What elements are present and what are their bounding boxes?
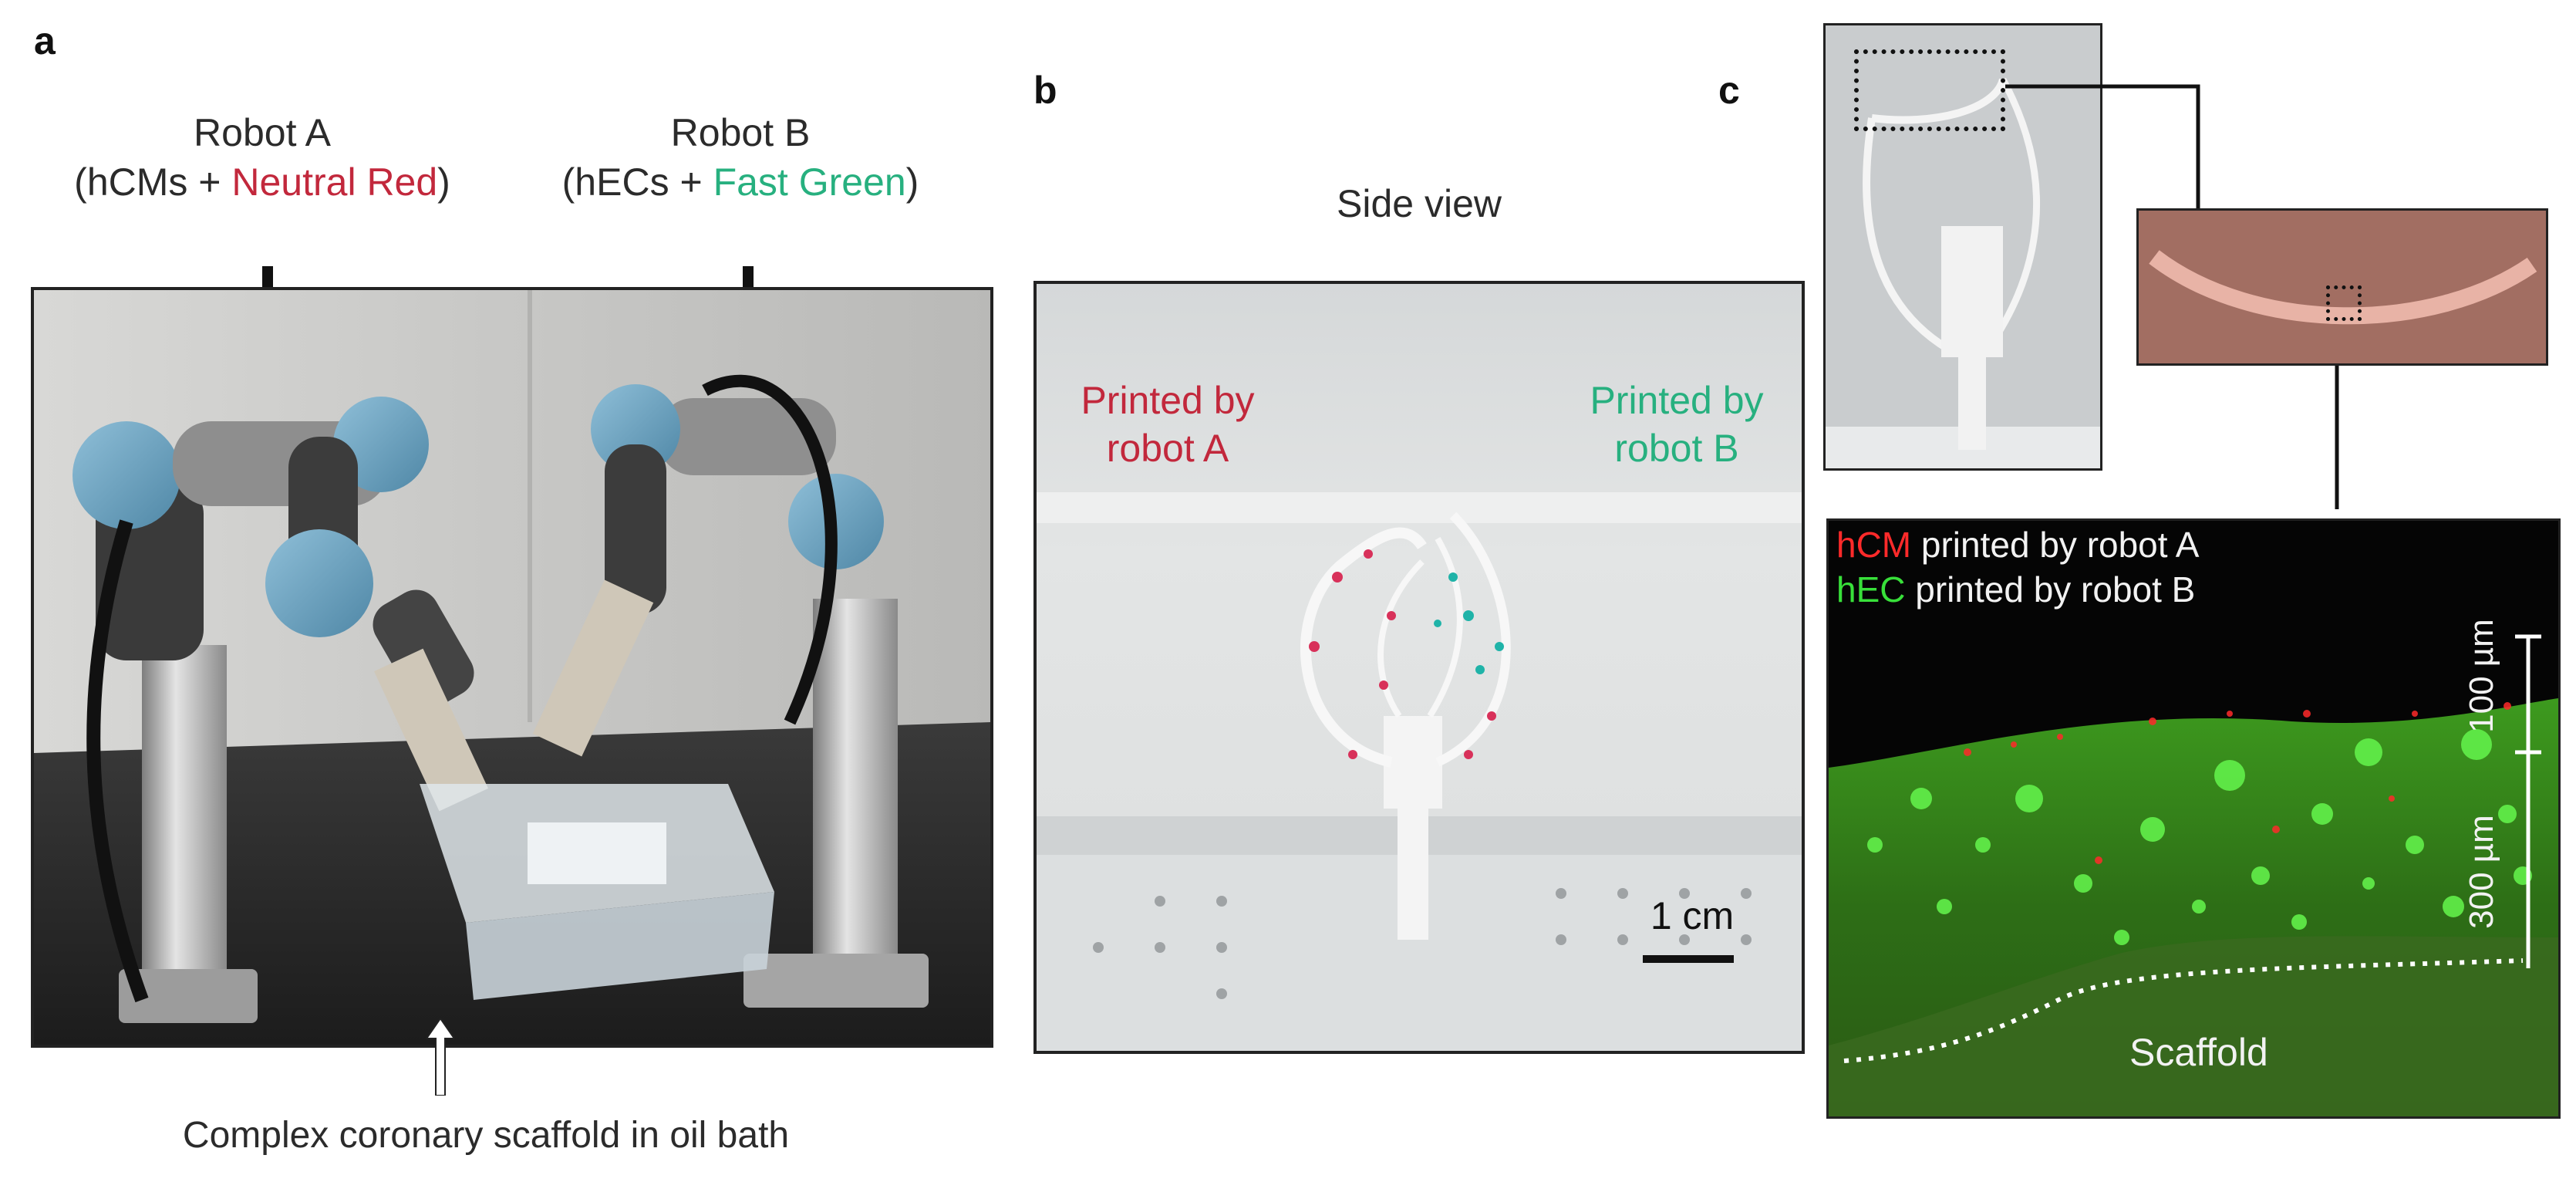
legend-hec: hEC printed by robot B xyxy=(1836,569,2196,610)
panel-b-letter: b xyxy=(1033,69,1057,112)
panel-a-caption: Complex coronary scaffold in oil bath xyxy=(182,1115,790,1156)
robot-b-cells: (hECs + Fast Green) xyxy=(561,160,919,204)
side-view-image xyxy=(1037,284,1802,1051)
printed-by-a: Printed by robot A xyxy=(1052,377,1283,472)
printed-by-b-line2: robot B xyxy=(1614,427,1739,470)
platform-holes xyxy=(1093,888,1752,999)
side-view-title: Side view xyxy=(1337,182,1502,225)
scaffold-overview-image xyxy=(1826,25,2100,468)
side-view-photo: Printed by robot A Printed by robot B 1 … xyxy=(1033,281,1805,1054)
green-dots xyxy=(1434,572,1504,674)
printed-by-a-line1: Printed by xyxy=(1081,379,1255,422)
scale-300um: 300 µm xyxy=(2463,815,2500,929)
panel-a-letter: a xyxy=(34,19,56,62)
robot-b-title: Robot B xyxy=(670,111,811,154)
neutral-red-label: Neutral Red xyxy=(231,160,438,204)
scale-100um: 100 µm xyxy=(2463,619,2500,733)
robot-a-cells: (hCMs + Neutral Red) xyxy=(74,160,450,204)
hcm-spots xyxy=(1964,702,2511,864)
scaffold-label: Scaffold xyxy=(2129,1031,2268,1074)
zoom-region-box xyxy=(1854,49,2005,131)
fluorescence-image xyxy=(1829,521,2558,1116)
scaffold-overview-photo xyxy=(1823,23,2102,471)
scaffold-arrow-icon xyxy=(425,1017,456,1096)
robots-photo xyxy=(31,287,993,1048)
legend-hcm: hCM printed by robot A xyxy=(1836,525,2200,565)
red-dots xyxy=(1309,549,1496,759)
robot-a-label: Robot A (hCMs + Neutral Red) xyxy=(15,108,509,207)
printed-by-a-line2: robot A xyxy=(1106,427,1229,470)
robot-a-title: Robot A xyxy=(194,111,331,154)
printed-by-b: Printed by robot B xyxy=(1553,377,1800,472)
robot-b-label: Robot B (hECs + Fast Green) xyxy=(501,108,979,207)
fast-green-label: Fast Green xyxy=(713,160,906,204)
robots-photo-image xyxy=(34,290,990,1045)
printed-by-b-line1: Printed by xyxy=(1590,379,1764,422)
scale-bar-label: 1 cm xyxy=(1650,894,1735,937)
panel-c-letter: c xyxy=(1718,69,1740,112)
fluorescence-photo: hCM printed by robot A hEC printed by ro… xyxy=(1826,518,2561,1119)
zoom-region-box-small xyxy=(2326,285,2362,321)
